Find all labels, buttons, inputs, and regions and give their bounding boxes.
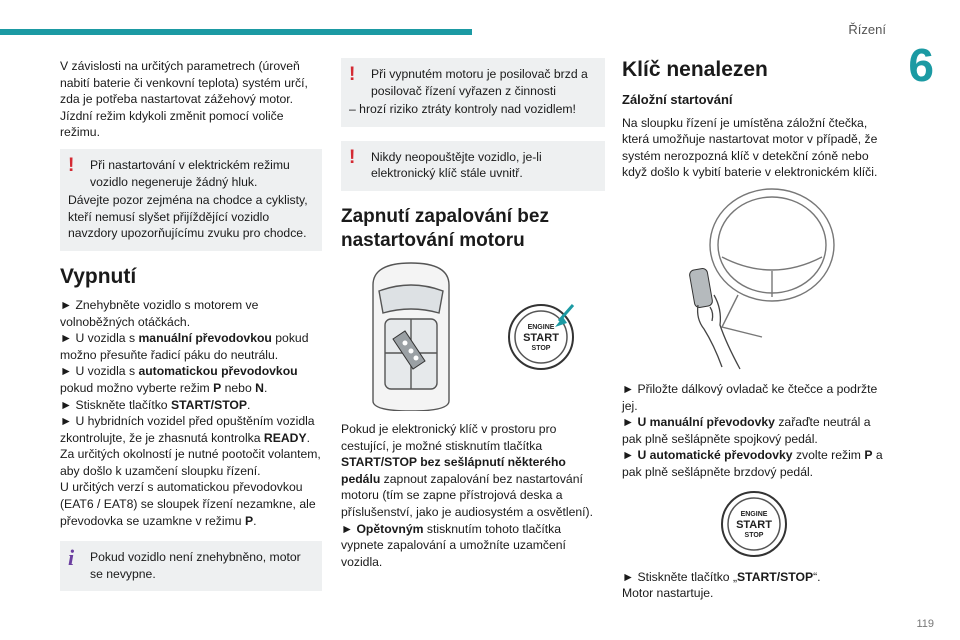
- start-stop-button-icon: ENGINE START STOP: [721, 490, 787, 557]
- column-1: V závislosti na určitých parametrech (úr…: [60, 58, 322, 605]
- car-top-view-icon: [372, 262, 450, 412]
- header-accent-bar: [0, 29, 472, 35]
- start-stop-button-icon: ENGINE START STOP: [508, 303, 575, 370]
- warning-note-brakes: ! Při vypnutém motoru je posilovač brzd …: [341, 58, 605, 127]
- step-2: ► U vozidla s manuální převodovkou pokud…: [60, 331, 309, 362]
- hand-icon: [696, 294, 741, 370]
- engine-starts-text: Motor nastartuje.: [622, 586, 714, 601]
- column-3: Klíč nenalezen Záložní startování Na slo…: [622, 58, 886, 602]
- step-1: ► Znehybněte vozidlo s motorem ve volnob…: [60, 297, 259, 329]
- step-3: ► U vozidla s automatickou převodovkou p…: [60, 364, 298, 395]
- paragraph-eat: U určitých verzí s automatickou převodov…: [60, 480, 316, 528]
- steering-column-illustration: [622, 187, 886, 373]
- info-icon: i: [68, 545, 75, 571]
- paragraph-ignition-off: ► Opětovným stisknutím tohoto tlačítka v…: [341, 521, 566, 569]
- heading-vypnuti: Vypnutí: [60, 264, 137, 288]
- subheading-backup-start: Záložní startování: [622, 92, 733, 107]
- key-fob-icon: [392, 330, 426, 370]
- button-label-l3: STOP: [532, 345, 551, 352]
- key-fob-icon: [689, 267, 713, 308]
- start-stop-button-figure: ENGINE START STOP: [622, 489, 886, 559]
- page-number: 119: [916, 618, 934, 630]
- heading-ignition: Zapnutí zapalování bez nastartování moto…: [341, 205, 549, 251]
- button-label-l2: START: [523, 332, 559, 344]
- warning-icon: !: [349, 146, 356, 168]
- step-automatic: ► U automatické převodovky zvolte režim …: [622, 448, 883, 479]
- step-5: ► U hybridních vozidel před opuštěním vo…: [60, 414, 315, 445]
- button-label-l1: ENGINE: [741, 511, 768, 518]
- step-manual: ► U manuální převodovky zařaďte neutrál …: [622, 415, 871, 446]
- section-title: Řízení: [848, 22, 886, 37]
- step-4: ► Stiskněte tlačítko START/STOP.: [60, 397, 251, 412]
- intro-paragraph: V závislosti na určitých parametrech (úr…: [60, 59, 308, 140]
- car-key-illustration: ENGINE START STOP: [341, 261, 605, 412]
- step-hold-remote: ► Přiložte dálkový ovladač ke čtečce a p…: [622, 381, 878, 413]
- paragraph-ignition: Pokud je elektronický klíč v prostoru pr…: [341, 421, 593, 519]
- warning-icon: !: [68, 154, 75, 176]
- button-label-l3: STOP: [745, 532, 764, 539]
- warning-icon: !: [349, 64, 356, 85]
- step-press-start: ► Stiskněte tlačítko „START/STOP“.: [622, 569, 821, 584]
- chapter-number: 6: [908, 39, 934, 91]
- steering-wheel-icon: [709, 188, 835, 338]
- paragraph-backup-reader: Na sloupku řízení je umístěna záložní čt…: [622, 115, 878, 180]
- heading-key-not-found: Klíč nenalezen: [622, 58, 768, 81]
- info-note: i Pokud vozidlo není znehybněno, motor s…: [60, 541, 322, 592]
- paragraph-steering-lock: Za určitých okolností je nutné pootočit …: [60, 447, 321, 478]
- button-label-l1: ENGINE: [528, 324, 555, 331]
- button-label-l2: START: [736, 519, 772, 531]
- column-2: ! Při vypnutém motoru je posilovač brzd …: [341, 58, 605, 570]
- warning-note-key-inside: ! Nikdy neopouštějte vozidlo, je-li elek…: [341, 140, 605, 191]
- warning-note-silent: ! Při nastartování v elektrickém režimu …: [60, 148, 322, 251]
